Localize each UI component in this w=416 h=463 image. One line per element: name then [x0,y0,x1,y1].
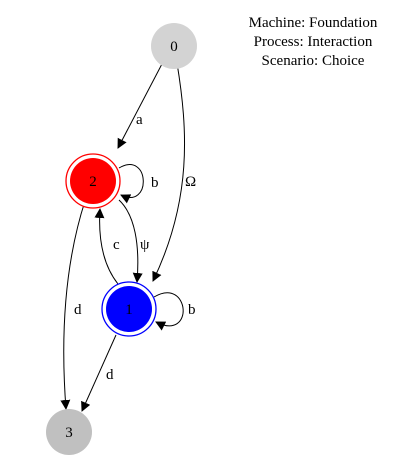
edge-2-to-3-line [60,200,86,410]
process-label: Process: Interaction [253,34,373,50]
edge-1-to-2-line [94,208,119,285]
edge-2-to-3: d [60,200,86,410]
edge-2-to-1: ψ [118,199,150,283]
state-node-3[interactable]: 3 [46,409,92,455]
edge-1-to-1: b [153,292,196,331]
edge-1-to-2-label: c [113,237,120,253]
edge-0-to-1: Ω [152,62,196,282]
state-node-1-label: 1 [125,302,133,318]
edge-2-to-2-label: b [151,175,159,191]
state-node-1[interactable]: 1 [101,281,157,337]
state-node-3-label: 3 [65,425,73,441]
edge-0-to-1-line [152,62,186,282]
edge-1-to-1-label: b [188,302,196,318]
edge-1-to-2: c [94,208,120,285]
edge-2-to-2: b [118,164,159,204]
edge-0-to-1-label: Ω [185,174,196,190]
info-panel: Machine: Foundation Process: Interaction… [228,14,398,71]
state-node-2[interactable]: 2 [65,153,121,209]
edge-1-to-1-loop [153,292,184,331]
edge-2-to-1-label: ψ [140,237,150,253]
edge-1-to-3: d [81,334,117,412]
edge-0-to-2: a [117,61,164,149]
edge-2-to-1-line [118,199,143,283]
state-node-3-circle [46,409,92,455]
edge-1-to-3-label: d [106,367,114,383]
state-node-2-circle [70,158,116,204]
edge-1-to-3-line [81,334,117,412]
machine-label: Machine: Foundation [248,15,378,31]
state-node-0[interactable]: 0 [151,23,197,69]
state-node-0-label: 0 [170,39,178,55]
edge-0-to-2-line [117,61,164,149]
state-node-0-circle [151,23,197,69]
state-node-1-circle [106,286,152,332]
edge-0-to-2-label: a [136,112,143,128]
scenario-label: Scenario: Choice [261,53,365,69]
edge-2-to-2-loop [118,164,144,204]
state-node-2-label: 2 [89,174,97,190]
edge-2-to-3-label: d [74,302,82,318]
